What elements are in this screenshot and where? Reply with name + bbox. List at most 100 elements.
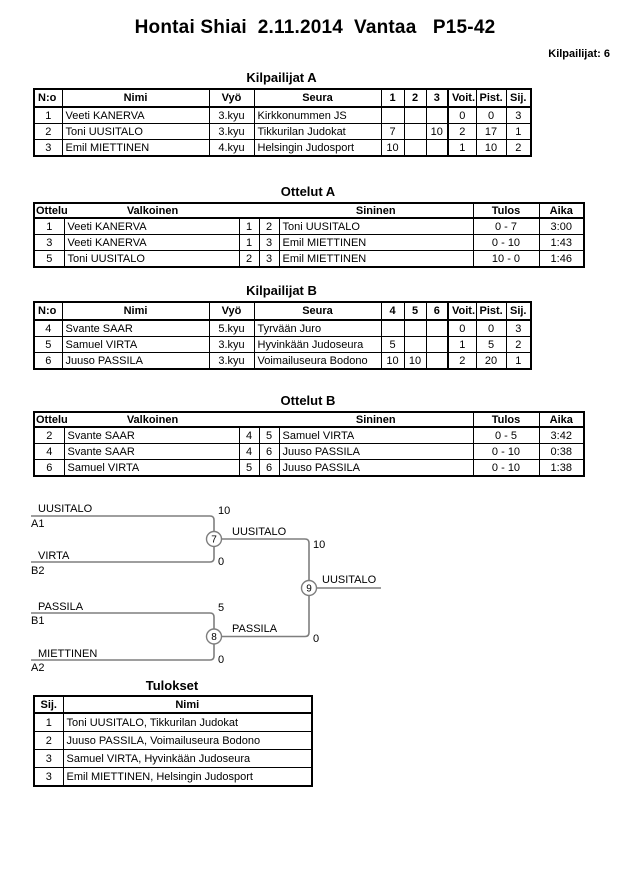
competitor-no: 1 xyxy=(33,106,63,124)
col-header-white: Valkoinen xyxy=(126,205,179,217)
white-no: 1 xyxy=(238,217,260,235)
result-name: Toni UUSITALO, Tikkurilan Judokat xyxy=(62,712,313,732)
col-header-blue: Sininen xyxy=(279,411,474,428)
white-no: 2 xyxy=(238,250,260,268)
bracket-score: 5 xyxy=(218,602,224,614)
bracket-entrant-name: UUSITALO xyxy=(38,503,93,515)
table-row: 5 Samuel VIRTA 3.kyu Hyvinkään Judoseura… xyxy=(33,336,532,353)
matches-b-header-row: Ottelu Valkoinen Sininen Tulos Aika xyxy=(33,411,585,428)
col-header-no: N:o xyxy=(33,88,63,108)
table-row: 2 Svante SAAR 4 5 Samuel VIRTA 0 - 5 3:4… xyxy=(33,426,585,444)
result-name: Emil MIETTINEN, Helsingin Judosport xyxy=(62,767,313,787)
pool-a-table: N:o Nimi Vyö Seura 1 2 3 Voit. Pist. Sij… xyxy=(33,88,532,157)
competitor-name: Emil MIETTINEN xyxy=(61,139,210,157)
pool-b-title: Kilpailijat B xyxy=(246,283,317,298)
results-title: Tulokset xyxy=(145,678,199,693)
col-header-name: Nimi xyxy=(61,301,210,321)
score-cell xyxy=(425,139,449,157)
col-header-time: Aika xyxy=(538,411,585,428)
blue-no: 2 xyxy=(258,217,280,235)
match-no: 1 xyxy=(33,217,65,235)
col-header-match-white: Ottelu Valkoinen xyxy=(33,202,279,219)
col-header-match: Ottelu xyxy=(36,205,68,217)
wins-cell: 1 xyxy=(447,139,477,157)
result-cell: 0 - 7 xyxy=(472,217,540,235)
matches-a-title: Ottelut A xyxy=(280,184,336,199)
white-name: Svante SAAR xyxy=(63,426,240,444)
blue-no: 3 xyxy=(258,250,280,268)
bracket-entrant-seed: B2 xyxy=(31,565,44,577)
bracket-semi2-winner: PASSILA xyxy=(232,623,278,635)
blue-name: Emil MIETTINEN xyxy=(278,234,474,251)
wins-cell: 2 xyxy=(447,123,477,140)
time-cell: 3:00 xyxy=(538,217,585,235)
bracket-entrant-seed: B1 xyxy=(31,615,44,627)
result-cell: 0 - 10 xyxy=(472,443,540,460)
competitor-name: Juuso PASSILA xyxy=(61,352,210,370)
table-row: 6 Samuel VIRTA 5 6 Juuso PASSILA 0 - 10 … xyxy=(33,459,585,477)
table-row: 1 Veeti KANERVA 1 2 Toni UUSITALO 0 - 7 … xyxy=(33,217,585,235)
bracket-final-winner: UUSITALO xyxy=(322,574,377,586)
table-row: 4 Svante SAAR 4 6 Juuso PASSILA 0 - 10 0… xyxy=(33,443,585,460)
table-row: 2 Toni UUSITALO 3.kyu Tikkurilan Judokat… xyxy=(33,123,532,140)
blue-no: 3 xyxy=(258,234,280,251)
match-no: 3 xyxy=(33,234,65,251)
bracket-final-lines xyxy=(221,538,310,638)
col-header-points: Pist. xyxy=(475,88,507,108)
pool-b-header-row: N:o Nimi Vyö Seura 4 5 6 Voit. Pist. Sij… xyxy=(33,301,532,321)
col-header-name: Nimi xyxy=(61,88,210,108)
competitor-belt: 5.kyu xyxy=(208,319,255,337)
matches-b-title: Ottelut B xyxy=(280,393,336,408)
place-cell: 2 xyxy=(505,336,532,353)
col-header-place: Sij. xyxy=(33,695,64,714)
col-header-belt: Vyö xyxy=(208,301,255,321)
competitor-no: 6 xyxy=(33,352,63,370)
result-place: 3 xyxy=(33,749,64,768)
bracket-semi1-winner: UUSITALO xyxy=(232,526,287,538)
col-header-no: N:o xyxy=(33,301,63,321)
col-header-1: 1 xyxy=(380,88,405,108)
match-9-circle xyxy=(300,579,318,597)
blue-name: Juuso PASSILA xyxy=(278,443,474,460)
col-header-2: 2 xyxy=(403,88,427,108)
time-cell: 3:42 xyxy=(538,426,585,444)
table-row: 4 Svante SAAR 5.kyu Tyrvään Juro 0 0 3 xyxy=(33,319,532,337)
score-cell: 10 xyxy=(403,352,427,370)
elimination-bracket: 7 8 9 UUSITALO A1 10 VIRTA B2 0 UUSITALO… xyxy=(31,503,381,674)
table-row: 1 Veeti KANERVA 3.kyu Kirkkonummen JS 0 … xyxy=(33,106,532,124)
col-header-5: 5 xyxy=(403,301,427,321)
time-cell: 1:38 xyxy=(538,459,585,477)
table-row: 5 Toni UUSITALO 2 3 Emil MIETTINEN 10 - … xyxy=(33,250,585,268)
result-cell: 0 - 5 xyxy=(472,426,540,444)
match-8-circle xyxy=(205,628,223,645)
table-row: 2 Juuso PASSILA, Voimailuseura Bodono xyxy=(33,731,313,750)
competitor-club: Tikkurilan Judokat xyxy=(253,123,382,140)
competitors-count: Kilpailijat: 6 xyxy=(548,48,610,60)
score-cell xyxy=(425,319,449,337)
pool-a-header-row: N:o Nimi Vyö Seura 1 2 3 Voit. Pist. Sij… xyxy=(33,88,532,108)
col-header-6: 6 xyxy=(425,301,449,321)
match-no: 6 xyxy=(33,459,65,477)
score-cell xyxy=(425,336,449,353)
match-7-number: 7 xyxy=(211,535,217,546)
blue-name: Samuel VIRTA xyxy=(278,426,474,444)
col-header-belt: Vyö xyxy=(208,88,255,108)
col-header-name: Nimi xyxy=(62,695,313,714)
result-place: 2 xyxy=(33,731,64,750)
col-header-club: Seura xyxy=(253,88,382,108)
score-cell: 10 xyxy=(425,123,449,140)
competitor-name: Samuel VIRTA xyxy=(61,336,210,353)
score-cell xyxy=(403,139,427,157)
wins-cell: 1 xyxy=(447,336,477,353)
wins-cell: 0 xyxy=(447,319,477,337)
result-cell: 0 - 10 xyxy=(472,459,540,477)
match-no: 5 xyxy=(33,250,65,268)
competitor-club: Kirkkonummen JS xyxy=(253,106,382,124)
result-place: 3 xyxy=(33,767,64,787)
score-cell: 10 xyxy=(380,139,405,157)
result-cell: 10 - 0 xyxy=(472,250,540,268)
matches-a-header-row: Ottelu Valkoinen Sininen Tulos Aika xyxy=(33,202,585,219)
col-header-4: 4 xyxy=(380,301,405,321)
competitor-belt: 3.kyu xyxy=(208,123,255,140)
